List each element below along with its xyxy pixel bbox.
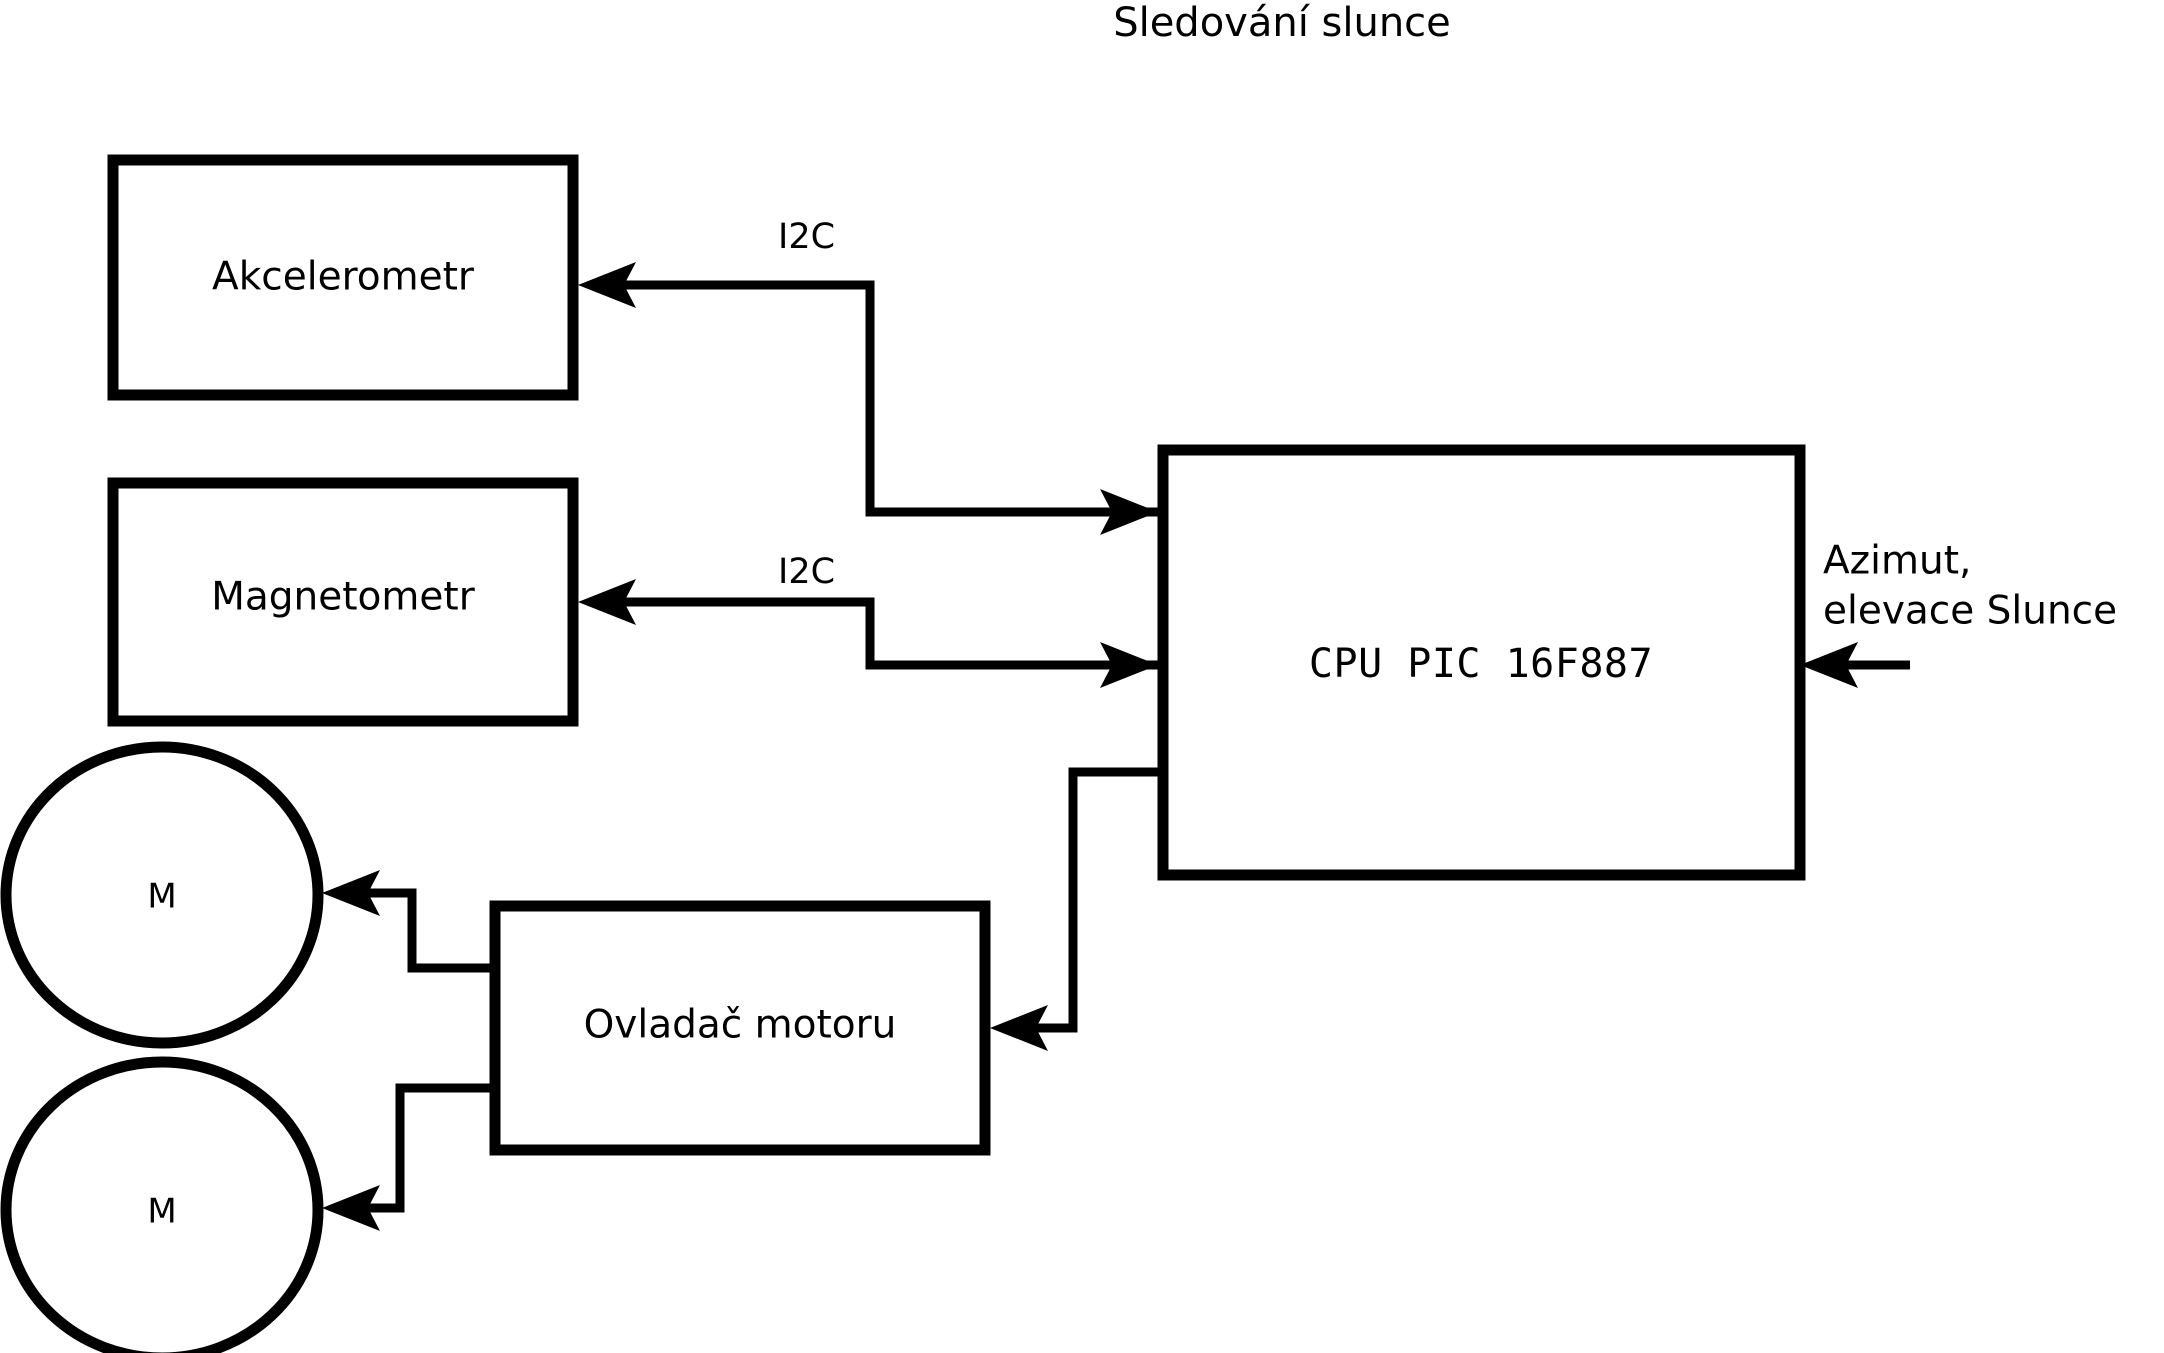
node-box [1157,444,1806,881]
node-label-cpu: CPU PIC 16F887 [1309,641,1653,687]
connector-motor-driver-to-motor-1 [322,870,490,973]
edge-label-i2c-magnetometer: I2C [778,552,835,592]
arrow-head-left [1800,642,1858,688]
node-magnetometer[interactable]: Magnetometr [107,477,579,727]
node-box [107,154,579,401]
connector-path [356,1083,490,1213]
connector-cpu-to-accelerometer [578,262,1158,517]
connector-sun-input-to-cpu [1800,642,1910,688]
io-label-sun-input: Azimut, elevace Slunce [1823,539,2117,634]
node-label-motor-driver: Ovladač motoru [584,1003,897,1048]
connector-accelerometer-to-cpu [1100,489,1158,535]
arrow-head-right [1100,642,1158,688]
connector-cpu-to-motor-driver [990,767,1158,1051]
motor-circle [0,1056,324,1353]
connector-path [612,280,1158,517]
node-accelerometer[interactable]: Akcelerometr [107,154,579,401]
connector-path [612,597,1158,670]
edge-label-i2c-accelerometer: I2C [778,217,835,257]
arrow-head-left [322,1185,380,1231]
io-label-line-2: elevace Slunce [1823,589,2117,634]
connector-cpu-to-magnetometer [578,579,1158,688]
node-motor-1[interactable]: M [0,741,324,1049]
node-box [107,477,579,727]
node-label-motor-2: M [147,1192,176,1232]
arrow-head-left [990,1005,1048,1051]
connector-path [356,888,490,973]
node-motor-driver[interactable]: Ovladač motoru [489,900,991,1156]
io-label-line-1: Azimut, [1823,539,1971,584]
arrow-head-left [322,870,380,916]
node-cpu[interactable]: CPU PIC 16F887 [1157,444,1806,881]
page-title: Sledování slunce [1113,0,1451,46]
node-label-motor-1: M [147,877,176,917]
node-box [489,900,991,1156]
node-label-magnetometer: Magnetometr [211,575,475,620]
arrow-head-left [578,579,636,625]
node-motor-2[interactable]: M [0,1056,324,1353]
node-label-accelerometer: Akcelerometr [212,255,475,300]
arrow-head-left [578,262,636,308]
motor-circle [0,741,324,1049]
arrow-head-right [1100,489,1158,535]
connector-motor-driver-to-motor-2 [322,1083,490,1231]
connector-path [1024,767,1158,1033]
